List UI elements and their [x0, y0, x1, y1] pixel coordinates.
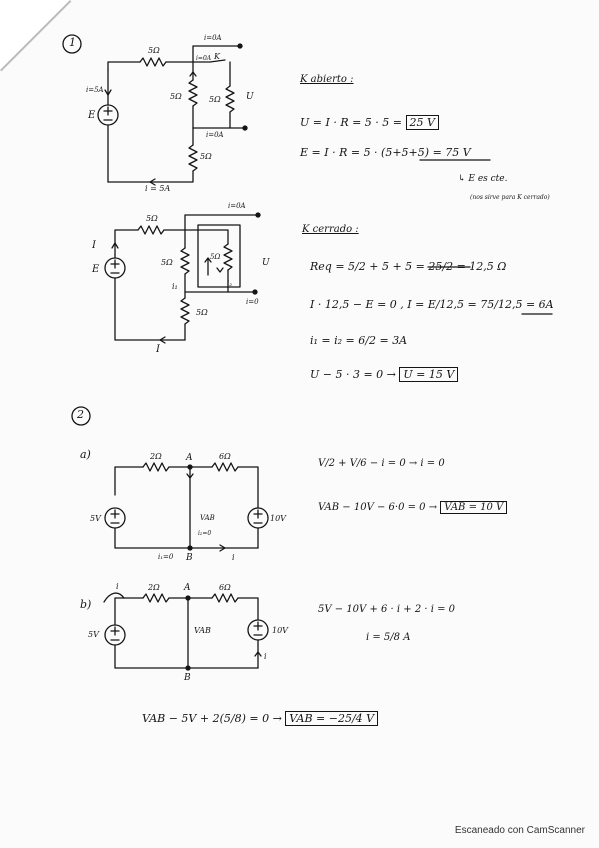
- label-i-bottom: i = 5A: [145, 184, 171, 193]
- label-vab-a: VAB: [200, 514, 215, 522]
- label-r-mid-2: 5Ω: [210, 253, 221, 261]
- eq-final-vab: VAB − 5V + 2(5/8) = 0 → VAB = −25/4 V: [142, 711, 379, 726]
- eq-e-open: E = I · R = 5 · (5+5+5) = 75 V: [300, 146, 471, 159]
- eq-vab-a-text: VAB − 10V − 6·0 = 0 →: [318, 502, 441, 513]
- label-vab-b: VAB: [194, 626, 211, 635]
- result-req: 12,5 Ω: [469, 260, 507, 273]
- label-r-right: 5Ω: [209, 95, 221, 104]
- eq-u-text: U = I · R = 5 · 5 =: [300, 116, 406, 129]
- part-b-label: b): [80, 598, 92, 611]
- eq-vab-a: VAB − 10V − 6·0 = 0 → VAB = 10 V: [318, 501, 508, 514]
- label-5v-b: 5V: [88, 630, 99, 639]
- label-i2: i₂: [227, 280, 233, 288]
- resistor-top-2: [137, 225, 165, 235]
- label-i-left-b: i: [116, 582, 119, 591]
- label-current-i-left: I: [92, 240, 96, 251]
- resistor-left-parallel: [180, 247, 190, 275]
- label-6ohm-b: 6Ω: [219, 583, 231, 592]
- label-source-e: E: [88, 110, 96, 121]
- resistor-bottom: [188, 144, 198, 172]
- eq-e-text: E = I · R = 5 · (5+5+5) =: [300, 146, 446, 159]
- label-r-bottom-2: 5Ω: [196, 308, 208, 317]
- label-current-i-bottom: I: [156, 344, 160, 355]
- label-i-source: i=5A: [86, 86, 104, 94]
- resistor-2ohm-a: [142, 462, 170, 472]
- eq-i1-i2: i₁ = i₂ = 6/2 = 3A: [310, 334, 408, 347]
- resistor-6ohm-b: [211, 593, 239, 603]
- label-node-a: A: [186, 453, 193, 463]
- scanner-watermark: Escaneado con CamScanner: [454, 825, 585, 836]
- label-10v-a: 10V: [270, 514, 286, 523]
- label-i-out-2: i=0: [246, 298, 259, 306]
- label-i-switch: i=0A: [196, 55, 212, 62]
- resistor-top: [139, 57, 167, 67]
- label-5v-a: 5V: [90, 514, 101, 523]
- label-2ohm-b: 2Ω: [148, 583, 160, 592]
- label-r-left-2: 5Ω: [161, 258, 173, 267]
- result-vab-final: VAB = −25/4 V: [285, 711, 379, 726]
- resistor-bottom-2: [180, 297, 190, 325]
- label-node-a-b: A: [184, 583, 191, 593]
- result-vab-10v: VAB = 10 V: [440, 501, 508, 514]
- label-i2-zero: i₂=0: [198, 530, 212, 537]
- eq-req-text: Req = 5/2 + 5 + 5 = 25/2 =: [310, 260, 470, 273]
- circuit-2b: [103, 592, 269, 671]
- label-6ohm-a: 6Ω: [219, 452, 231, 461]
- label-r-bottom: 5Ω: [200, 152, 212, 161]
- problem-2-number: 2: [77, 408, 84, 421]
- label-source-e-2: E: [92, 264, 100, 275]
- label-i1: i₁: [172, 282, 178, 291]
- resistor-2ohm-b: [142, 593, 170, 603]
- eq-final-text: VAB − 5V + 2(5/8) = 0 →: [142, 712, 286, 725]
- label-i-right-b: i: [264, 652, 267, 661]
- label-node-b: B: [186, 553, 193, 563]
- label-i-out-top: i=0A: [204, 34, 222, 42]
- circuit-2a: [104, 462, 269, 552]
- eq-current-i: I · 12,5 − E = 0 , I = E/12,5 = 75/12,5 …: [310, 298, 554, 311]
- resistor-middle: [188, 79, 198, 107]
- eq-kvl-b: 5V − 10V + 6 · i + 2 · i = 0: [318, 604, 456, 615]
- eq-u2-text: U − 5 · 3 = 0 →: [310, 368, 400, 381]
- resistor-right: [225, 85, 235, 113]
- result-15v: U = 15 V: [399, 367, 459, 382]
- label-i-mid: i=0A: [206, 131, 224, 139]
- note-e-constant: ↳ E es cte.: [458, 174, 508, 184]
- title-k-closed: K cerrado :: [302, 224, 359, 235]
- label-switch-k: K: [214, 52, 220, 61]
- result-75v: 75 V: [445, 146, 471, 159]
- resistor-6ohm-a: [211, 462, 239, 472]
- label-voltage-u: U: [246, 92, 254, 102]
- label-r-top-2: 5Ω: [146, 214, 158, 223]
- label-voltage-u-2: U: [262, 258, 270, 268]
- eq-kcl-a: V/2 + V/6 − i = 0 → i = 0: [318, 458, 445, 469]
- label-r-top: 5Ω: [148, 46, 160, 55]
- problem-1-circle: [62, 34, 82, 54]
- label-10v-b: 10V: [272, 626, 288, 635]
- label-2ohm-a: 2Ω: [150, 452, 162, 461]
- eq-i-text: I · 12,5 − E = 0 , I = E/12,5 = 75/12,5 …: [310, 298, 539, 311]
- resistor-right-parallel: [223, 243, 233, 271]
- circuit-k-closed: [104, 212, 261, 344]
- label-i-right-a: i: [232, 553, 235, 562]
- label-r-left: 5Ω: [170, 92, 182, 101]
- note-parenthetical: (nos sirve para K cerrado): [470, 194, 550, 201]
- problem-1-number: 1: [69, 36, 76, 49]
- part-a-label: a): [80, 448, 91, 461]
- label-i-top-2: i=0A: [228, 202, 246, 210]
- label-node-b-b: B: [184, 673, 191, 683]
- result-25v: 25 V: [405, 115, 439, 130]
- eq-u-open: U = I · R = 5 · 5 = 25 V: [300, 115, 439, 130]
- label-i1-zero: i₁=0: [158, 553, 174, 561]
- eq-u-closed: U − 5 · 3 = 0 → U = 15 V: [310, 367, 459, 382]
- eq-req: Req = 5/2 + 5 + 5 = 25/2 = 12,5 Ω: [310, 260, 506, 273]
- title-k-open: K abierto :: [300, 74, 354, 85]
- circuit-k-open: [97, 43, 248, 186]
- problem-2-circle: [71, 406, 91, 426]
- result-6a: 6A: [538, 298, 554, 311]
- eq-i-b: i = 5/8 A: [366, 632, 411, 643]
